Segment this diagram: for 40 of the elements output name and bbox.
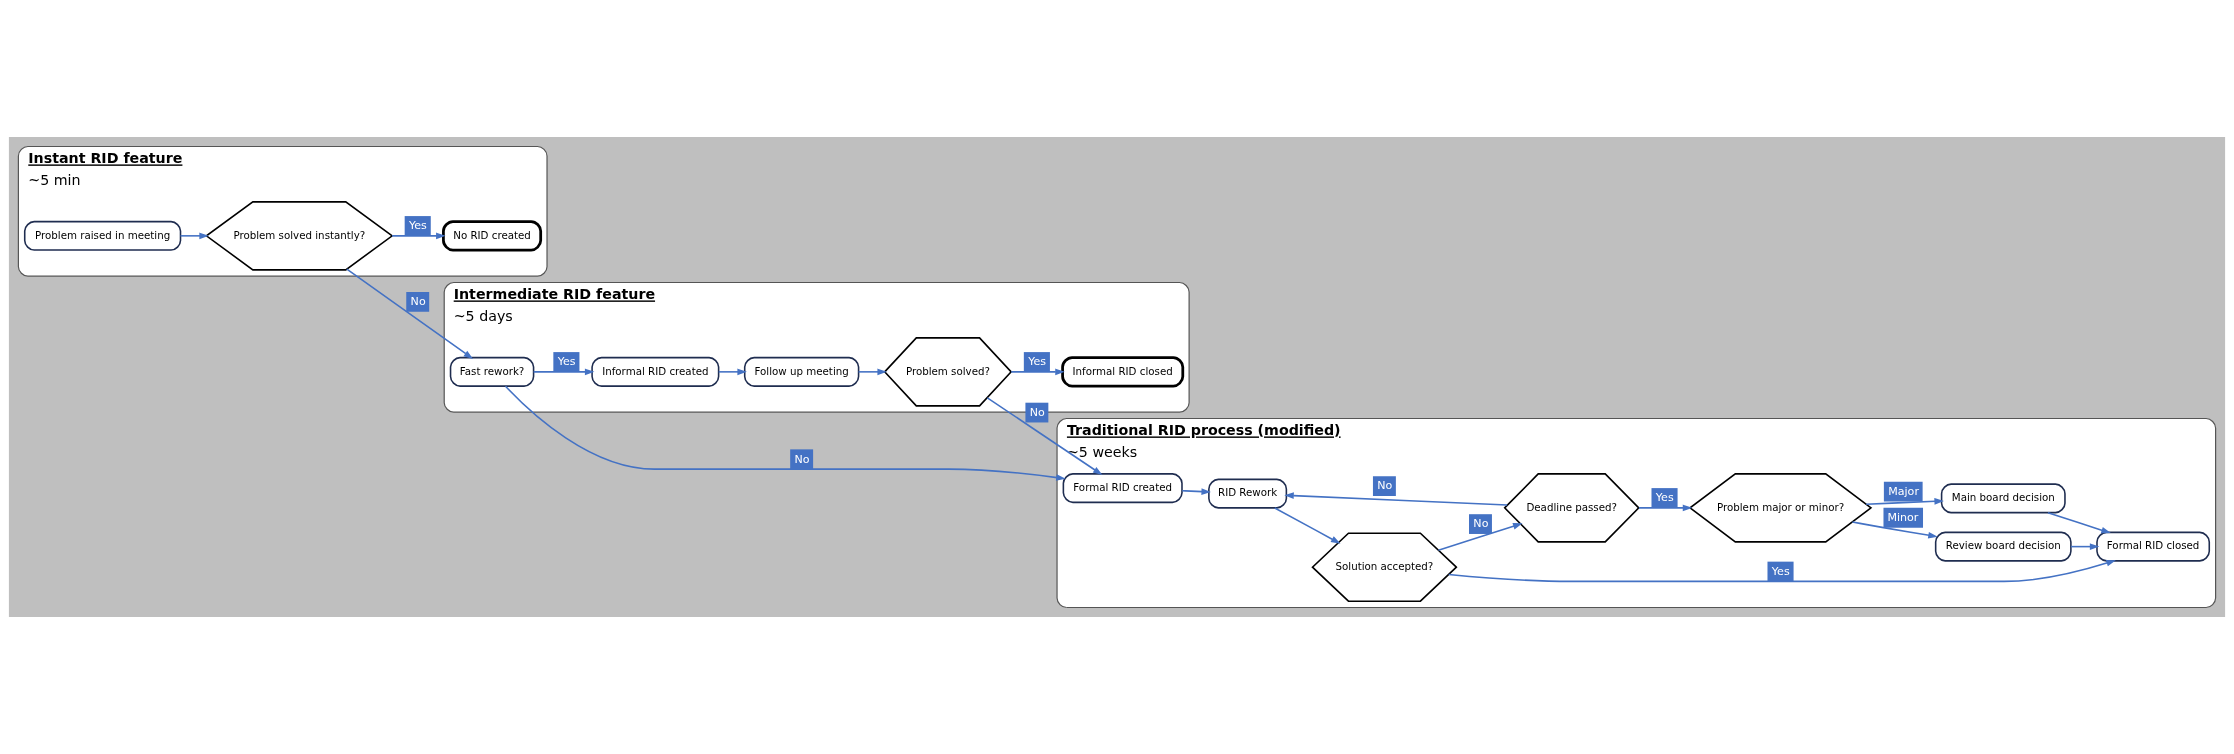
arrow: [532, 368, 595, 376]
arrow: [391, 232, 446, 240]
edge-label: No: [410, 295, 426, 309]
edge-label: Yes: [1655, 491, 1674, 505]
arrow: [986, 397, 1103, 476]
node-box: Review board decision: [1934, 531, 2072, 562]
arrow: [179, 232, 209, 240]
edge-label: Major: [1888, 484, 1919, 498]
arrow: [1437, 523, 1523, 551]
node-box: Problem raised in meeting: [23, 220, 182, 251]
arrow: [346, 268, 474, 359]
arrow: [1638, 504, 1693, 512]
node-box: No RID created: [442, 220, 543, 252]
node-box: Informal RID closed: [1061, 356, 1185, 388]
arrow: [1274, 507, 1341, 544]
edge-label: Yes: [1028, 355, 1047, 369]
arrow: [1284, 492, 1508, 506]
node-box: Main board decision: [1940, 483, 2066, 514]
edge-label: No: [1377, 479, 1393, 493]
arrow: [1851, 521, 1938, 539]
node-box: Formal RID closed: [2096, 531, 2211, 562]
edge-label: Yes: [1771, 564, 1790, 578]
edge-label: Yes: [409, 219, 427, 233]
arrow: [2070, 543, 2100, 550]
node-box: Formal RID created: [1062, 473, 1183, 504]
arrow: [718, 368, 747, 376]
arrow: [2047, 511, 2111, 534]
node-box: Informal RID created: [591, 356, 720, 387]
arrow: [1181, 488, 1211, 495]
edge-label: No: [794, 452, 810, 466]
node-box: Fast rework?: [449, 356, 535, 387]
node-box: Follow up meeting: [743, 356, 860, 387]
edge-label: Yes: [557, 355, 576, 369]
arrow: [1010, 368, 1065, 376]
arrow: [857, 368, 887, 376]
edge-label: Minor: [1887, 511, 1919, 525]
edge-label: No: [1473, 517, 1489, 531]
node-box: RID Rework: [1208, 478, 1288, 509]
arrow: [1865, 498, 1944, 506]
arrow: [504, 385, 1066, 481]
